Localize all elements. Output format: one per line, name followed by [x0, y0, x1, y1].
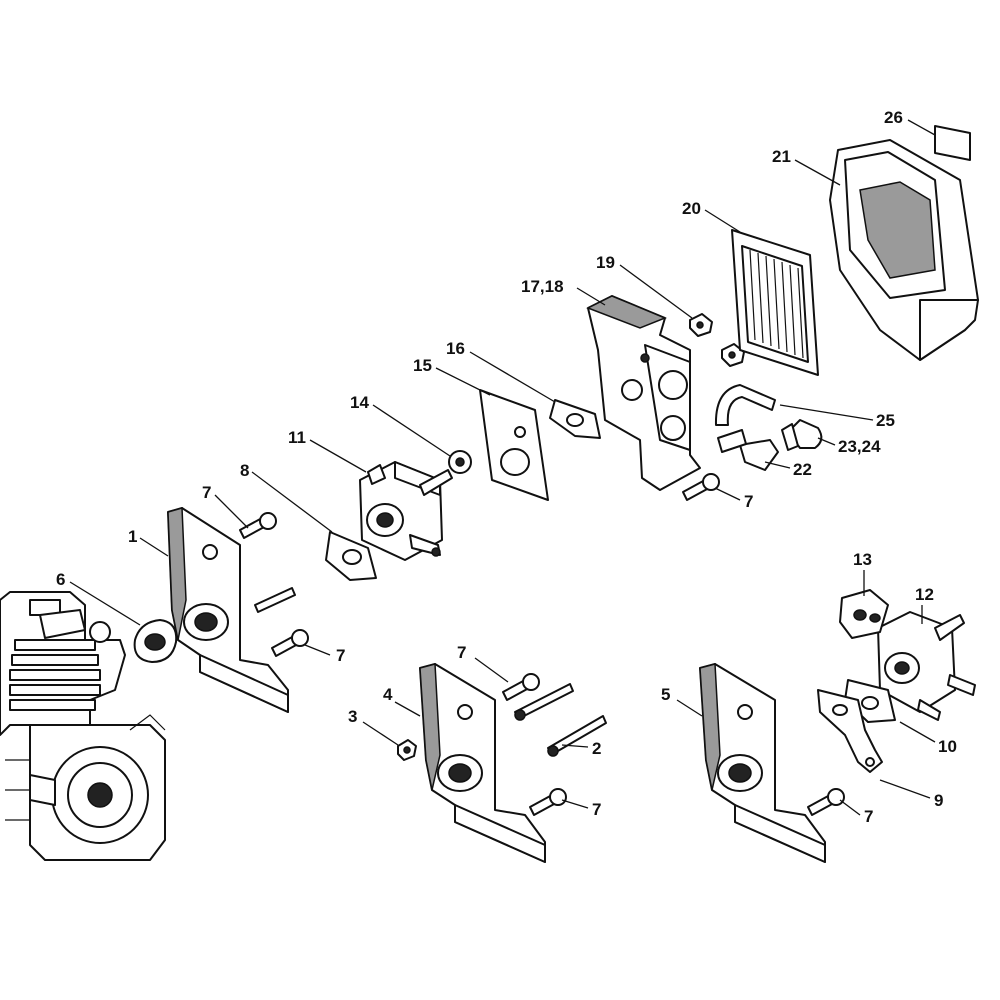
- callout-12: 12: [915, 585, 934, 604]
- screw-7f: [807, 788, 845, 816]
- part-11-carburetor: [359, 461, 453, 561]
- stud-2a: [514, 683, 574, 721]
- part-8-gasket: [325, 531, 377, 581]
- callout-5: 5: [661, 685, 670, 704]
- callout-4: 4: [383, 685, 393, 704]
- screw-7b: [271, 629, 309, 657]
- nut-3: [397, 739, 417, 761]
- part-5-flange: [699, 663, 826, 863]
- part-13-connector: [839, 589, 889, 639]
- callout-2: 2: [592, 739, 601, 758]
- part-20-air-filter: [731, 229, 819, 376]
- callout-7e: 7: [592, 800, 601, 819]
- part-26-label: [934, 125, 971, 161]
- callout-7a: 7: [202, 483, 211, 502]
- part-4-flange: [419, 663, 546, 863]
- callout-19: 19: [596, 253, 615, 272]
- callout-10: 10: [938, 737, 957, 756]
- callout-7f: 7: [864, 807, 873, 826]
- callout-6: 6: [56, 570, 65, 589]
- screw-7c: [682, 473, 720, 501]
- callout-21: 21: [772, 147, 791, 166]
- callout-26: 26: [884, 108, 903, 127]
- part-19-nut: [689, 313, 713, 337]
- part-22-choke: [717, 429, 779, 471]
- part-17-18-filter-base: [586, 295, 701, 491]
- callout-11: 11: [288, 428, 306, 447]
- part-15-plate: [479, 389, 549, 501]
- callout-7b: 7: [336, 646, 345, 665]
- callout-23-24: 23,24: [838, 437, 881, 456]
- part-12-carburetor: [877, 611, 976, 721]
- screw-7e: [529, 788, 567, 816]
- callout-22: 22: [793, 460, 812, 479]
- part-23-24-primer: [781, 419, 823, 451]
- callout-14: 14: [350, 393, 369, 412]
- part-21-filter-cover: [829, 139, 979, 361]
- callout-7d: 7: [457, 643, 466, 662]
- screw-7d: [502, 673, 540, 701]
- screw-7a: [239, 512, 277, 539]
- part-1-flange: [167, 507, 289, 713]
- callout-13: 13: [853, 550, 872, 569]
- callout-15: 15: [413, 356, 432, 375]
- part-9-gasket: [817, 689, 883, 773]
- part-6-gasket: [133, 619, 178, 663]
- callout-8: 8: [240, 461, 249, 480]
- leader-lines: [69, 119, 936, 816]
- callout-7c: 7: [744, 492, 753, 511]
- engine-cylinder: [0, 591, 166, 861]
- callout-3: 3: [348, 707, 357, 726]
- stud-1: [254, 587, 296, 613]
- callout-17-18: 17,18: [521, 277, 564, 296]
- callout-16: 16: [446, 339, 465, 358]
- part-14-spacer: [448, 450, 472, 474]
- callout-labels: 26 21 20 19 17,18 16 15 14 11 8 7 1 6 7 …: [56, 108, 957, 826]
- part-16-gasket: [549, 399, 601, 439]
- callout-20: 20: [682, 199, 701, 218]
- callout-1: 1: [128, 527, 137, 546]
- callout-9: 9: [934, 791, 943, 810]
- callout-25: 25: [876, 411, 895, 430]
- part-25-hose: [714, 384, 776, 426]
- nut-filter: [721, 343, 745, 367]
